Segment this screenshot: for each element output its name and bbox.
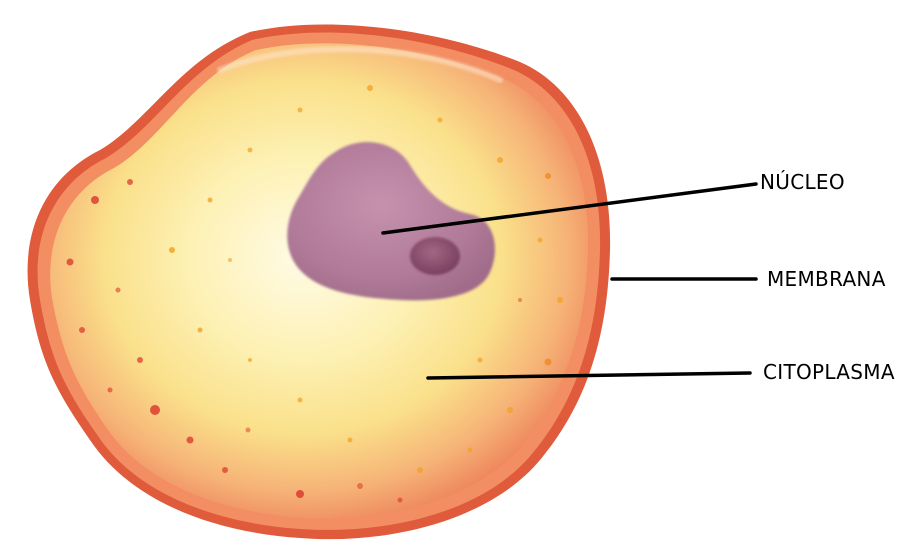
membrane-label: MEMBRANA (767, 267, 886, 291)
nucleus-leader-line (381, 182, 758, 235)
nucleolus (410, 237, 460, 275)
nucleus-label: NÚCLEO (760, 170, 845, 194)
cytoplasm-granules (66, 85, 563, 503)
cytoplasm-leader-line (426, 371, 752, 380)
cytoplasm-label: CITOPLASMA (763, 360, 895, 384)
membrane-highlight (217, 46, 503, 83)
